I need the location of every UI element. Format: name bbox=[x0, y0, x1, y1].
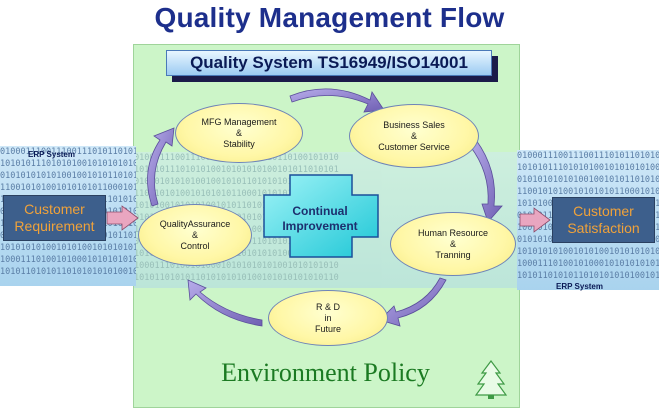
node-business-sales: Business Sales & Customer Service bbox=[349, 104, 479, 168]
binary-row: 1100101010010101010110001010101010101011 bbox=[134, 189, 339, 199]
node-human-resource: Human Resource & Tranning bbox=[390, 212, 516, 276]
curved-arrow-icon bbox=[469, 139, 503, 223]
binary-row: 1100101010010101010110001010101010101011 bbox=[0, 183, 136, 193]
customer-satisfaction-line1: Customer bbox=[573, 203, 634, 219]
node-mfg-management: MFG Management & Stability bbox=[175, 103, 303, 163]
binary-row: 0100011100111001110101101010110100101010 bbox=[0, 147, 136, 157]
pine-tree-icon bbox=[474, 360, 508, 399]
customer-satisfaction-line2: Satisfaction bbox=[567, 220, 640, 236]
binary-row: 0101010101010010010101101010101010100101 bbox=[0, 171, 136, 181]
node-business-line1: Business Sales bbox=[383, 119, 445, 130]
erp-system-label-left: ERP System bbox=[28, 150, 75, 159]
node-hr-line1: Human Resource bbox=[417, 227, 489, 238]
curved-arrow-icon bbox=[379, 277, 447, 327]
curved-arrow-icon bbox=[187, 279, 263, 327]
customer-requirement-box: Customer Requirement bbox=[3, 195, 106, 241]
node-business-line2: & bbox=[410, 130, 417, 141]
customer-requirement-line1: Customer bbox=[24, 201, 85, 217]
node-rd-line2: in bbox=[324, 312, 332, 323]
node-business-line3: Customer Service bbox=[378, 141, 450, 152]
continual-improvement-cross bbox=[263, 174, 379, 258]
continual-improvement-label: Continual Improvement bbox=[270, 204, 370, 234]
binary-row: 1010101110101010010101010100101011010101 bbox=[134, 165, 339, 175]
environment-policy-label: Environment Policy bbox=[221, 358, 430, 387]
output-arrow-icon bbox=[519, 207, 551, 233]
node-mfg-line1: MFG Management bbox=[201, 116, 277, 127]
binary-row: 1010100101010100101011010101010010101010 bbox=[134, 201, 339, 211]
binary-row: 0100011100111001110101101010110100101010 bbox=[517, 151, 659, 161]
binary-row: 1010110101011010101010100101010101010110 bbox=[0, 267, 136, 277]
binary-row: 1010110101011010101010100101010101010110 bbox=[134, 273, 339, 283]
center-line2: Improvement bbox=[282, 219, 358, 233]
node-hr-line3: Tranning bbox=[435, 249, 471, 260]
binary-row: 1000111010010100010101010101001010101010 bbox=[0, 255, 136, 265]
binary-row: 1000111010010100010101010101001010101010 bbox=[134, 261, 339, 271]
binary-row: 1000111010010100010101010101001010101010 bbox=[517, 259, 659, 269]
erp-system-label-right: ERP System bbox=[556, 282, 603, 291]
input-arrow-icon bbox=[106, 205, 139, 231]
node-rd-line3: Future bbox=[314, 323, 341, 334]
node-qa-line2: & bbox=[191, 229, 198, 240]
binary-row: 0101010101010010010101101010101010100101 bbox=[517, 175, 659, 185]
binary-row: 0101010101010010010101101010101010100101 bbox=[134, 177, 339, 187]
node-hr-line2: & bbox=[449, 238, 456, 249]
customer-satisfaction-box: Customer Satisfaction bbox=[552, 197, 655, 243]
binary-row: 1010101110101010010101010100101011010101 bbox=[0, 159, 136, 169]
customer-requirement-line2: Requirement bbox=[14, 218, 95, 234]
binary-row: 1100101010010101010110001010101010101011 bbox=[517, 187, 659, 197]
node-rd-line1: R & D bbox=[315, 301, 340, 312]
curved-arrow-icon bbox=[147, 127, 175, 207]
quality-system-banner: Quality System TS16949/ISO14001 bbox=[166, 50, 492, 76]
page-title: Quality Management Flow bbox=[154, 2, 505, 33]
binary-row: 1010101110101010010101010100101011010101 bbox=[517, 163, 659, 173]
binary-row: 1010101010010101001010101010100101010101 bbox=[517, 247, 659, 257]
binary-row: 1010101010010101001010101010100101010101 bbox=[0, 243, 136, 253]
node-quality-assurance: QualityAssurance & Control bbox=[138, 204, 252, 266]
node-qa-line1: QualityAssurance bbox=[159, 218, 231, 229]
center-line1: Continual bbox=[292, 204, 348, 218]
node-mfg-line2: & bbox=[235, 127, 242, 138]
node-qa-line3: Control bbox=[180, 240, 210, 251]
node-research-development: R & D in Future bbox=[268, 290, 388, 346]
node-mfg-line3: Stability bbox=[223, 138, 255, 149]
curved-arrow-icon bbox=[289, 88, 385, 113]
binary-row: 1010110101011010101010100101010101010110 bbox=[517, 271, 659, 281]
